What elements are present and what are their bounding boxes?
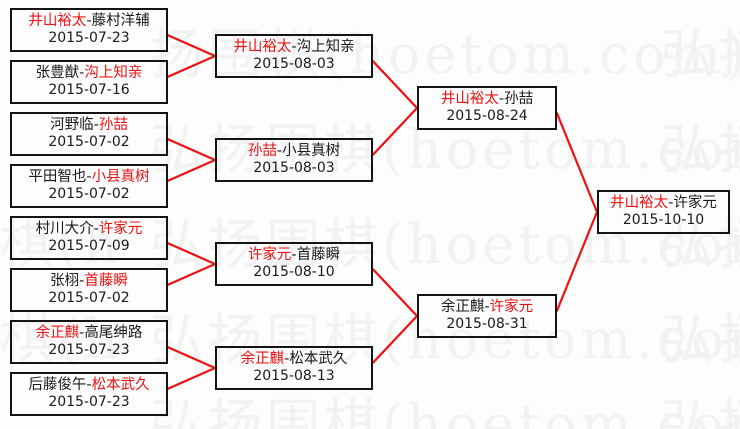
match-node[interactable]: 余正麒-松本武久 2015-08-13 xyxy=(215,346,373,390)
player-name-winner: 孙喆 xyxy=(247,143,277,159)
player-name-winner: 许家元 xyxy=(489,299,534,315)
match-node[interactable]: 孙喆-小县真树 2015-08-03 xyxy=(215,138,373,182)
match-date: 2015-07-09 xyxy=(48,238,130,254)
match-date: 2015-08-13 xyxy=(253,368,335,384)
match-date: 2015-07-23 xyxy=(48,30,130,46)
match-node[interactable]: 平田智也-小县真树 2015-07-02 xyxy=(10,164,168,208)
match-node[interactable]: 许家元-首藤瞬 2015-08-10 xyxy=(215,242,373,286)
match-node[interactable]: 张豊猷-沟上知亲 2015-07-16 xyxy=(10,60,168,104)
match-node[interactable]: 河野临-孙喆 2015-07-02 xyxy=(10,112,168,156)
player-name: 高尾绅路 xyxy=(84,325,143,341)
player-separator: - xyxy=(484,299,490,315)
match-players: 许家元-首藤瞬 xyxy=(248,247,340,264)
player-separator: - xyxy=(291,247,297,263)
match-node[interactable]: 后藤俊午-松本武久 2015-07-23 xyxy=(10,372,168,416)
match-players: 张栩-首藤瞬 xyxy=(50,273,128,290)
match-date: 2015-08-03 xyxy=(253,160,335,176)
player-separator: - xyxy=(276,143,283,159)
player-separator: - xyxy=(79,65,85,81)
player-name-winner: 沟上知亲 xyxy=(84,65,143,81)
match-date: 2015-08-31 xyxy=(446,316,528,332)
match-node[interactable]: 村川大介-许家元 2015-07-09 xyxy=(10,216,168,260)
player-name-winner: 孙喆 xyxy=(98,117,128,133)
match-players: 井山裕太-孙喆 xyxy=(441,91,533,108)
match-players: 平田智也-小县真树 xyxy=(28,169,149,186)
player-name: 许家元 xyxy=(673,195,717,211)
player-name: 张豊猷 xyxy=(35,65,80,81)
player-name: 孙喆 xyxy=(504,91,534,107)
player-name: 首藤瞬 xyxy=(296,247,341,263)
player-separator: - xyxy=(93,221,99,237)
player-name: 余正麒 xyxy=(440,299,485,315)
match-date: 2015-07-16 xyxy=(48,82,130,98)
match-node-final[interactable]: 井山裕太-许家元 2015-10-10 xyxy=(597,190,730,234)
match-date: 2015-07-02 xyxy=(48,134,130,150)
player-name-winner: 许家元 xyxy=(247,247,292,263)
match-players: 村川大介-许家元 xyxy=(36,221,143,238)
player-separator: - xyxy=(93,117,99,133)
match-players: 张豊猷-沟上知亲 xyxy=(36,65,143,82)
match-node[interactable]: 井山裕太-藤村洋辅 2015-07-23 xyxy=(10,8,168,52)
match-date: 2015-07-02 xyxy=(48,186,130,202)
match-players: 后藤俊午-松本武久 xyxy=(28,377,149,394)
match-players: 井山裕太-藤村洋辅 xyxy=(28,13,149,30)
match-date: 2015-07-02 xyxy=(48,290,130,306)
player-name: 沟上知亲 xyxy=(296,39,355,55)
match-node[interactable]: 余正麒-许家元 2015-08-31 xyxy=(417,294,557,338)
player-separator: - xyxy=(79,325,85,341)
match-date: 2015-07-23 xyxy=(48,342,130,358)
player-name-winner: 余正麒 xyxy=(240,351,285,367)
player-name-winner: 许家元 xyxy=(98,221,143,237)
player-separator: - xyxy=(79,273,85,289)
match-players: 余正麒-高尾绅路 xyxy=(36,325,143,342)
player-name-winner: 井山裕太 xyxy=(28,13,87,29)
player-name-winner: 首藤瞬 xyxy=(84,273,128,289)
match-date: 2015-08-10 xyxy=(253,264,335,280)
match-date: 2015-07-23 xyxy=(48,394,130,410)
player-separator: - xyxy=(86,169,92,185)
player-name-winner: 小县真树 xyxy=(91,169,150,185)
match-node[interactable]: 张栩-首藤瞬 2015-07-02 xyxy=(10,268,168,312)
player-name: 松本武久 xyxy=(289,351,348,367)
player-name: 平田智也 xyxy=(28,169,87,185)
player-separator: - xyxy=(291,39,297,55)
player-name: 藤村洋辅 xyxy=(91,13,150,29)
player-name-winner: 井山裕太 xyxy=(233,39,292,55)
player-name-winner: 井山裕太 xyxy=(440,91,499,107)
match-node[interactable]: 井山裕太-孙喆 2015-08-24 xyxy=(417,86,557,130)
match-date: 2015-08-03 xyxy=(253,56,335,72)
player-separator: - xyxy=(86,377,92,393)
player-name: 张栩 xyxy=(50,273,80,289)
match-players: 井山裕太-沟上知亲 xyxy=(233,39,354,56)
player-name-winner: 松本武久 xyxy=(91,377,150,393)
player-name: 小县真树 xyxy=(282,143,341,159)
player-name-winner: 井山裕太 xyxy=(610,195,669,211)
player-separator: - xyxy=(668,195,674,211)
player-separator: - xyxy=(498,91,505,107)
match-node[interactable]: 余正麒-高尾绅路 2015-07-23 xyxy=(10,320,168,364)
match-date: 2015-10-10 xyxy=(622,212,705,228)
match-node[interactable]: 井山裕太-沟上知亲 2015-08-03 xyxy=(215,34,373,78)
player-name: 村川大介 xyxy=(35,221,94,237)
match-players: 余正麒-松本武久 xyxy=(241,351,348,368)
match-players: 余正麒-许家元 xyxy=(441,299,533,316)
player-name: 河野临 xyxy=(50,117,94,133)
player-separator: - xyxy=(284,351,290,367)
player-separator: - xyxy=(86,13,92,29)
match-date: 2015-08-24 xyxy=(446,108,528,124)
match-players: 河野临-孙喆 xyxy=(50,117,128,134)
player-name: 后藤俊午 xyxy=(28,377,87,393)
match-players: 井山裕太-许家元 xyxy=(610,195,717,212)
player-name-winner: 余正麒 xyxy=(35,325,80,341)
match-players: 孙喆-小县真树 xyxy=(248,143,340,160)
